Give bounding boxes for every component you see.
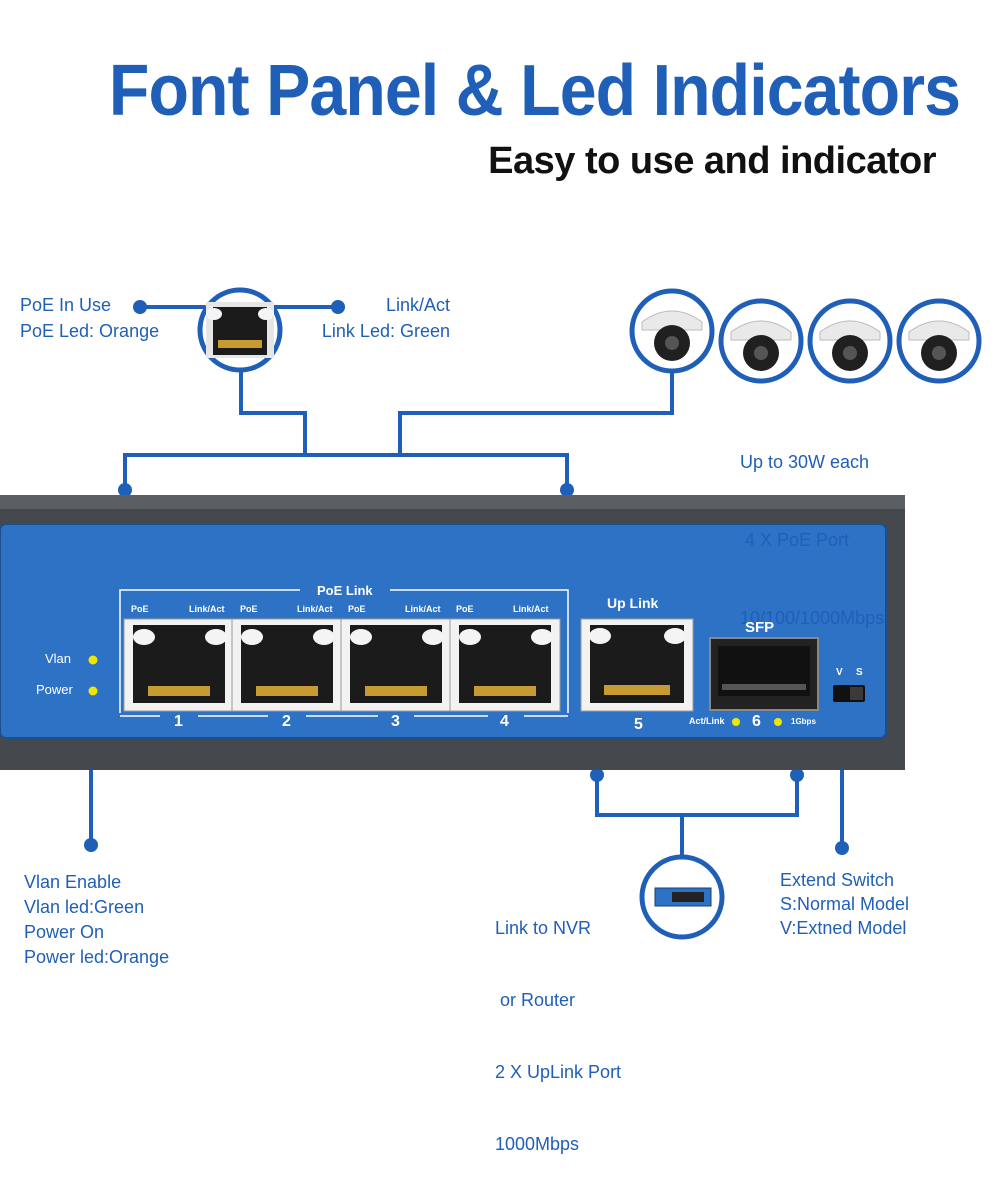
port-1-poe-label: PoE — [131, 604, 149, 614]
poe-group-label: PoE Link — [317, 583, 373, 598]
note-line: Power On — [24, 922, 105, 942]
port-number-2: 2 — [282, 713, 291, 730]
note-line: Vlan Enable — [24, 872, 122, 892]
note-line: Extend Switch — [780, 870, 895, 890]
extend-switch-note: Extend Switch S:Normal Model V:Extned Mo… — [780, 868, 909, 940]
uplink-label: Up Link — [607, 595, 659, 611]
switch-zoom-icon — [639, 854, 725, 940]
port-number-4: 4 — [500, 713, 509, 730]
power-led-label: Power — [36, 682, 73, 697]
note-line: 4 X PoE Port — [740, 530, 850, 550]
power-led — [88, 686, 98, 696]
note-line: Power led:Orange — [24, 947, 170, 967]
note-line: Vlan led:Green — [24, 897, 145, 917]
sfp-act-link-label: Act/Link — [689, 716, 725, 726]
note-line: 10/100/1000Mbps — [740, 608, 885, 628]
port-4-link-label: Link/Act — [513, 604, 549, 614]
port-2-link-label: Link/Act — [297, 604, 333, 614]
vlan-led-label: Vlan — [45, 651, 72, 666]
switch-s-label: S — [856, 667, 863, 678]
note-line: Link to NVR — [495, 918, 592, 938]
poe-ports — [123, 618, 561, 712]
port-1-link-label: Link/Act — [189, 604, 225, 614]
sfp-port-6 — [709, 637, 819, 711]
port-2-poe-label: PoE — [240, 604, 258, 614]
port-number-1: 1 — [174, 713, 183, 730]
connector-dots — [84, 300, 849, 855]
note-line: PoE In Use — [20, 295, 112, 315]
note-line: Up to 30W each — [740, 452, 870, 472]
port-4-poe-label: PoE — [456, 604, 474, 614]
poe-port-3 — [340, 618, 452, 712]
note-line: Link Led: Green — [321, 321, 450, 341]
note-line: Link/Act — [385, 295, 450, 315]
sfp-act-led — [732, 718, 740, 726]
sfp-label: SFP — [745, 619, 775, 636]
note-line: 2 X UpLink Port — [495, 1062, 622, 1082]
uplink-port-5 — [580, 618, 694, 712]
port-3-poe-label: PoE — [348, 604, 366, 614]
page-subtitle: Easy to use and indicator — [488, 140, 936, 182]
vlan-power-note: Vlan Enable Vlan led:Green Power On Powe… — [24, 870, 169, 970]
note-line: PoE Led: Orange — [20, 321, 160, 341]
rj45-zoom-icon — [197, 287, 283, 373]
poe-port-1 — [123, 618, 235, 712]
camera-note: Up to 30W each 4 X PoE Port 10/100/1000M… — [740, 397, 884, 657]
vlan-led — [88, 655, 98, 665]
link-act-note: Link/Act Link Led: Green — [308, 292, 450, 344]
camera-icon — [629, 288, 715, 374]
sfp-1gbps-led — [774, 718, 782, 726]
poe-port-2 — [231, 618, 343, 712]
camera-icon — [718, 298, 804, 384]
sfp-1gbps-label: 1Gbps — [791, 717, 816, 726]
poe-group-frame — [119, 589, 569, 717]
note-line: 1000Mbps — [495, 1134, 580, 1154]
port-number-3: 3 — [391, 713, 400, 730]
port-number-6: 6 — [752, 713, 761, 730]
diagram-canvas — [0, 287, 982, 940]
camera-icon — [896, 298, 982, 384]
port-3-link-label: Link/Act — [405, 604, 441, 614]
port-number-5: 5 — [634, 716, 643, 733]
note-line: or Router — [495, 990, 576, 1010]
poe-port-4 — [449, 618, 561, 712]
page-title: Font Panel & Led Indicators — [108, 51, 961, 131]
uplink-note: Link to NVR or Router 2 X UpLink Port 10… — [495, 868, 621, 1180]
note-line: V:Extned Model — [780, 918, 907, 938]
camera-icon — [807, 298, 893, 384]
note-line: S:Normal Model — [780, 894, 910, 914]
switch-v-label: V — [836, 667, 843, 678]
mode-switch — [833, 685, 865, 702]
poe-in-use-note: PoE In Use PoE Led: Orange — [20, 292, 159, 344]
camera-icons — [629, 288, 982, 384]
